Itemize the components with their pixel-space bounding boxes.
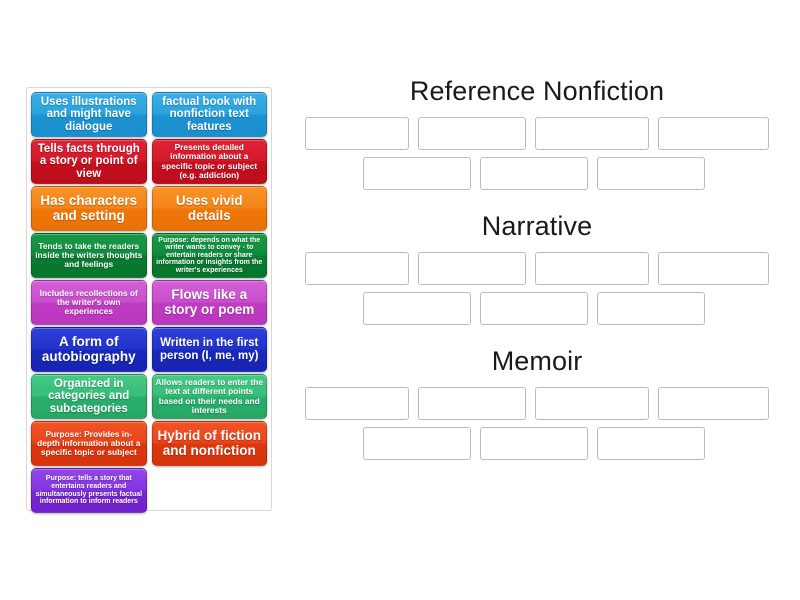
draggable-tile[interactable]: Tends to take the readers inside the wri…: [31, 233, 147, 278]
draggable-tile[interactable]: Includes recollections of the writer's o…: [31, 280, 147, 325]
category-group: Memoir: [300, 348, 774, 460]
tile-label: Purpose: Provides in-depth information a…: [37, 428, 141, 458]
tile-row: Tells facts through a story or point of …: [31, 139, 267, 184]
tile-label: Flows like a story or poem: [164, 286, 255, 317]
tile-label: Purpose: depends on what the writer want…: [156, 236, 263, 274]
drop-slot-row: [300, 427, 774, 460]
drop-slot[interactable]: [305, 117, 409, 150]
tile-label: Uses vivid details: [175, 192, 243, 223]
tile-label: factual book with nonfiction text featur…: [162, 95, 257, 133]
drop-slot[interactable]: [480, 427, 588, 460]
tile-label: Organized in categories and subcategorie…: [48, 377, 130, 415]
drop-slot[interactable]: [597, 157, 705, 190]
drop-slot[interactable]: [363, 157, 471, 190]
drop-slot[interactable]: [658, 117, 769, 150]
tile-label: Purpose: tells a story that entertains r…: [35, 475, 143, 506]
drop-slot[interactable]: [305, 252, 409, 285]
tile-label: A form of autobiography: [41, 333, 136, 364]
drop-slot[interactable]: [597, 292, 705, 325]
draggable-tile[interactable]: Hybrid of fiction and nonfiction: [151, 421, 267, 466]
tile-row: Tends to take the readers inside the wri…: [31, 233, 267, 278]
tile-label: Has characters and setting: [40, 192, 138, 223]
drop-slot[interactable]: [658, 252, 769, 285]
drop-slot[interactable]: [305, 387, 409, 420]
drop-slot[interactable]: [480, 157, 588, 190]
drop-slot[interactable]: [418, 117, 526, 150]
tile-label: Allows readers to enter the text at diff…: [155, 377, 264, 415]
tile-row: Purpose: Provides in-depth information a…: [31, 421, 267, 466]
draggable-tile[interactable]: Written in the first person (I, me, my): [151, 327, 267, 372]
tile-label: Tends to take the readers inside the wri…: [35, 240, 143, 270]
tile-label: Includes recollections of the writer's o…: [39, 287, 138, 317]
tile-row: Purpose: tells a story that entertains r…: [31, 468, 267, 513]
tile-row: Organized in categories and subcategorie…: [31, 374, 267, 419]
category-title: Memoir: [491, 346, 583, 376]
category-title: Reference Nonfiction: [409, 76, 665, 106]
draggable-tile[interactable]: Purpose: Provides in-depth information a…: [31, 421, 147, 466]
drop-slot-row: [300, 387, 774, 420]
draggable-tile[interactable]: factual book with nonfiction text featur…: [151, 92, 267, 137]
draggable-tile[interactable]: Flows like a story or poem: [151, 280, 267, 325]
drop-slot[interactable]: [535, 387, 649, 420]
draggable-tile[interactable]: Presents detailed information about a sp…: [151, 139, 267, 184]
drop-slot-row: [300, 157, 774, 190]
tile-row: A form of autobiography Written in the f…: [31, 327, 267, 372]
drop-slot[interactable]: [418, 252, 526, 285]
tile-label: Hybrid of fiction and nonfiction: [157, 427, 262, 458]
drop-slot[interactable]: [363, 292, 471, 325]
tile-label: Presents detailed information about a sp…: [161, 142, 258, 180]
draggable-tile[interactable]: Purpose: depends on what the writer want…: [151, 233, 267, 278]
tile-row: Uses illustrations and might have dialog…: [31, 92, 267, 137]
drop-slot-row: [300, 117, 774, 150]
tile-row-filler: [152, 468, 267, 513]
draggable-tile[interactable]: Uses illustrations and might have dialog…: [31, 92, 147, 137]
drop-slot[interactable]: [418, 387, 526, 420]
unsorted-tiles-panel[interactable]: Uses illustrations and might have dialog…: [26, 87, 272, 513]
drop-slot[interactable]: [363, 427, 471, 460]
tile-row: Includes recollections of the writer's o…: [31, 280, 267, 325]
draggable-tile[interactable]: Uses vivid details: [151, 186, 267, 231]
drop-slot[interactable]: [535, 117, 649, 150]
category-group: Narrative: [300, 213, 774, 325]
drop-slot[interactable]: [535, 252, 649, 285]
draggable-tile[interactable]: Purpose: tells a story that entertains r…: [31, 468, 147, 513]
tile-label: Tells facts through a story or point of …: [37, 142, 140, 180]
category-group: Reference Nonfiction: [300, 78, 774, 190]
category-title: Narrative: [481, 211, 593, 241]
drop-slot-row: [300, 292, 774, 325]
tile-row: Has characters and setting Uses vivid de…: [31, 186, 267, 231]
drop-slot[interactable]: [658, 387, 769, 420]
tile-label: Written in the first person (I, me, my): [160, 337, 259, 362]
drop-slot-row: [300, 252, 774, 285]
drop-slot[interactable]: [597, 427, 705, 460]
draggable-tile[interactable]: A form of autobiography: [31, 327, 147, 372]
category-columns: Reference Nonfiction Narrative: [300, 78, 774, 483]
draggable-tile[interactable]: Tells facts through a story or point of …: [31, 139, 147, 184]
draggable-tile[interactable]: Has characters and setting: [31, 186, 147, 231]
drop-slot[interactable]: [480, 292, 588, 325]
tile-label: Uses illustrations and might have dialog…: [40, 95, 137, 133]
draggable-tile[interactable]: Organized in categories and subcategorie…: [31, 374, 147, 419]
draggable-tile[interactable]: Allows readers to enter the text at diff…: [151, 374, 267, 419]
